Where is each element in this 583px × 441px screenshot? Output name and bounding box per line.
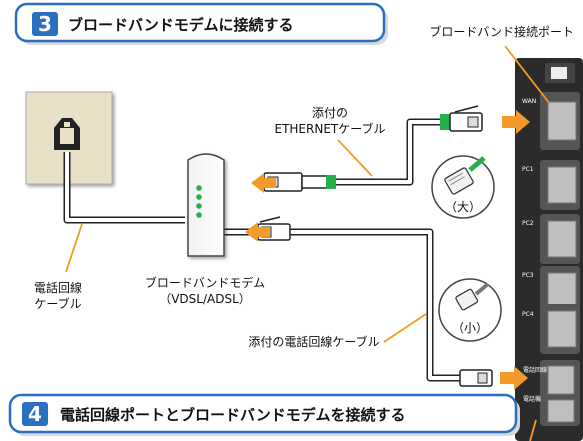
rj45-plug-icon xyxy=(444,156,486,195)
step4-number: 4 xyxy=(28,402,42,426)
phone-line-cable-leader xyxy=(65,223,83,273)
wan-port[interactable]: WAN xyxy=(522,92,580,150)
pc3-port[interactable]: PC3 xyxy=(522,266,580,316)
step3-title: ブロードバンドモデムに接続する xyxy=(68,16,293,34)
phone-plug-router xyxy=(459,369,493,387)
small-plug-zoom: （小） xyxy=(438,278,502,342)
step4-header: 4 電話回線ポートとブロードバンドモデムを接続する xyxy=(8,393,520,436)
ethernet-cable-label-1: 添付の xyxy=(312,106,348,120)
pc2-port-label: PC2 xyxy=(522,220,534,227)
broadband-port-leader xyxy=(504,45,551,105)
ethernet-cable xyxy=(332,118,440,186)
modem-label-1: ブロードバンドモデム xyxy=(145,275,265,290)
attached-phone-cable-label: 添付の電話回線ケーブル xyxy=(248,334,379,349)
pc4-port[interactable]: PC4 xyxy=(522,304,580,354)
phone-jack-icon xyxy=(54,118,80,150)
phone-line-port[interactable]: 電話回線 xyxy=(523,360,580,400)
phone-port-label: 電話機 xyxy=(523,395,541,403)
large-plug-zoom: （大） xyxy=(431,155,495,219)
router-panel: WAN PC1 PC2 PC3 PC4 電話回線 xyxy=(515,58,583,441)
rj11-plug-icon xyxy=(455,282,490,311)
phone-port[interactable]: 電話機 xyxy=(523,395,580,426)
step4-frame xyxy=(8,393,518,434)
step4-title: 電話回線ポートとブロードバンドモデムを接続する xyxy=(60,406,405,424)
pc4-port-label: PC4 xyxy=(522,311,534,318)
pc1-port[interactable]: PC1 xyxy=(522,160,580,210)
arrow-to-phone-port xyxy=(500,366,528,390)
ethernet-cable-label-2: ETHERNETケーブル xyxy=(274,121,385,136)
modem-phone-cable xyxy=(218,228,460,382)
arrow-to-wan xyxy=(502,110,530,134)
broadband-port-label: ブロードバンド接続ポート xyxy=(429,24,574,39)
phone-line-cable-label-2: ケーブル xyxy=(34,296,81,311)
attached-phone-cable-leader xyxy=(383,313,427,343)
step3-number-badge xyxy=(32,12,58,36)
step3-header: 3 ブロードバンドモデムに接続する xyxy=(14,2,388,45)
large-label: （大） xyxy=(445,200,481,214)
arrow-to-modem-ethernet xyxy=(251,173,276,193)
arrow-to-modem-phone xyxy=(245,222,270,242)
pc1-port-label: PC1 xyxy=(522,166,534,173)
modem-icon xyxy=(187,153,225,257)
phone-line-cable xyxy=(63,152,185,224)
small-label: （小） xyxy=(452,321,488,335)
ethernet-plug-router xyxy=(440,105,483,132)
phone-line-port-label: 電話回線 xyxy=(523,366,547,374)
pc2-port[interactable]: PC2 xyxy=(522,214,580,264)
step3-number: 3 xyxy=(38,12,52,36)
step3-frame xyxy=(14,2,386,43)
pc3-port-label: PC3 xyxy=(522,272,534,279)
wan-port-label: WAN xyxy=(522,98,536,105)
step4-number-badge xyxy=(22,402,48,426)
modem-label-2: （VDSL/ADSL） xyxy=(159,292,251,306)
ethernet-cable-leader xyxy=(337,139,373,177)
phone-line-cable-label-1: 電話回線 xyxy=(34,280,82,295)
